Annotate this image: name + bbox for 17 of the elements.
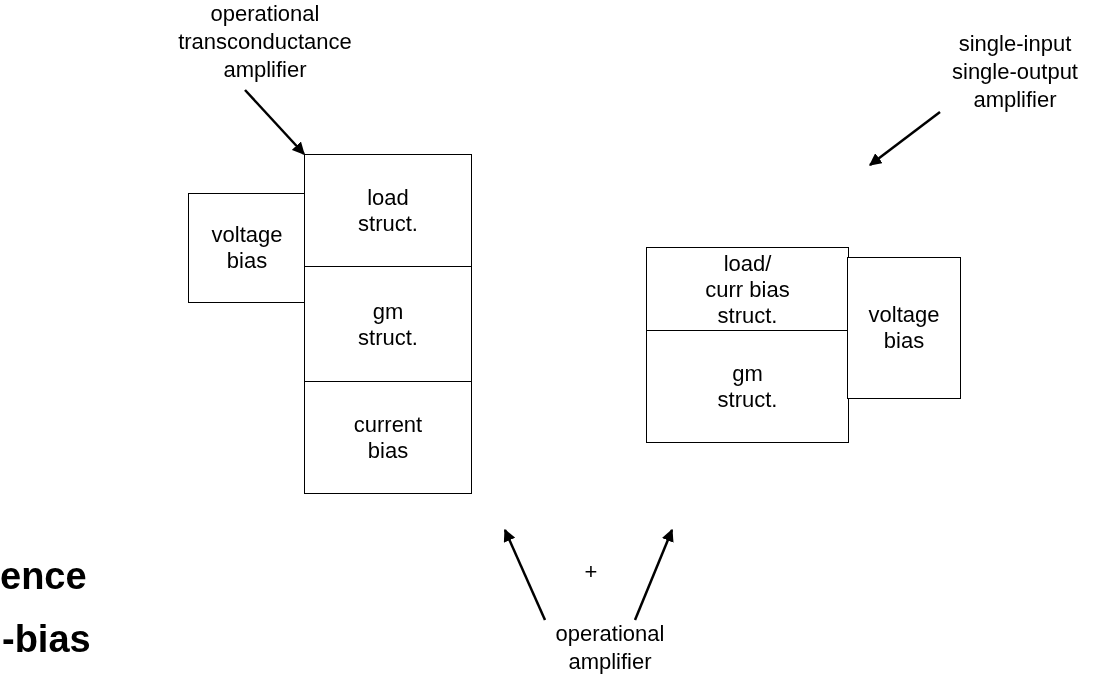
- annotation-text: single-input single-output amplifier: [940, 30, 1090, 120]
- annotation-text: operational transconductance amplifier: [175, 0, 355, 90]
- arrow: [633, 528, 674, 621]
- heading-text: ence: [0, 555, 87, 598]
- annotation-text: operational amplifier: [545, 620, 675, 680]
- heading-text: -bias: [2, 618, 91, 661]
- plus-sign: +: [583, 558, 599, 586]
- block-box: load/ curr bias struct.: [646, 247, 849, 332]
- arrow: [503, 528, 547, 621]
- block-box: voltage bias: [188, 193, 306, 303]
- arrow: [869, 111, 941, 166]
- block-box: current bias: [304, 381, 472, 494]
- block-box: gm struct.: [304, 266, 472, 383]
- block-box: voltage bias: [847, 257, 961, 399]
- block-box: load struct.: [304, 154, 472, 268]
- block-box: gm struct.: [646, 330, 849, 443]
- arrow: [244, 89, 305, 155]
